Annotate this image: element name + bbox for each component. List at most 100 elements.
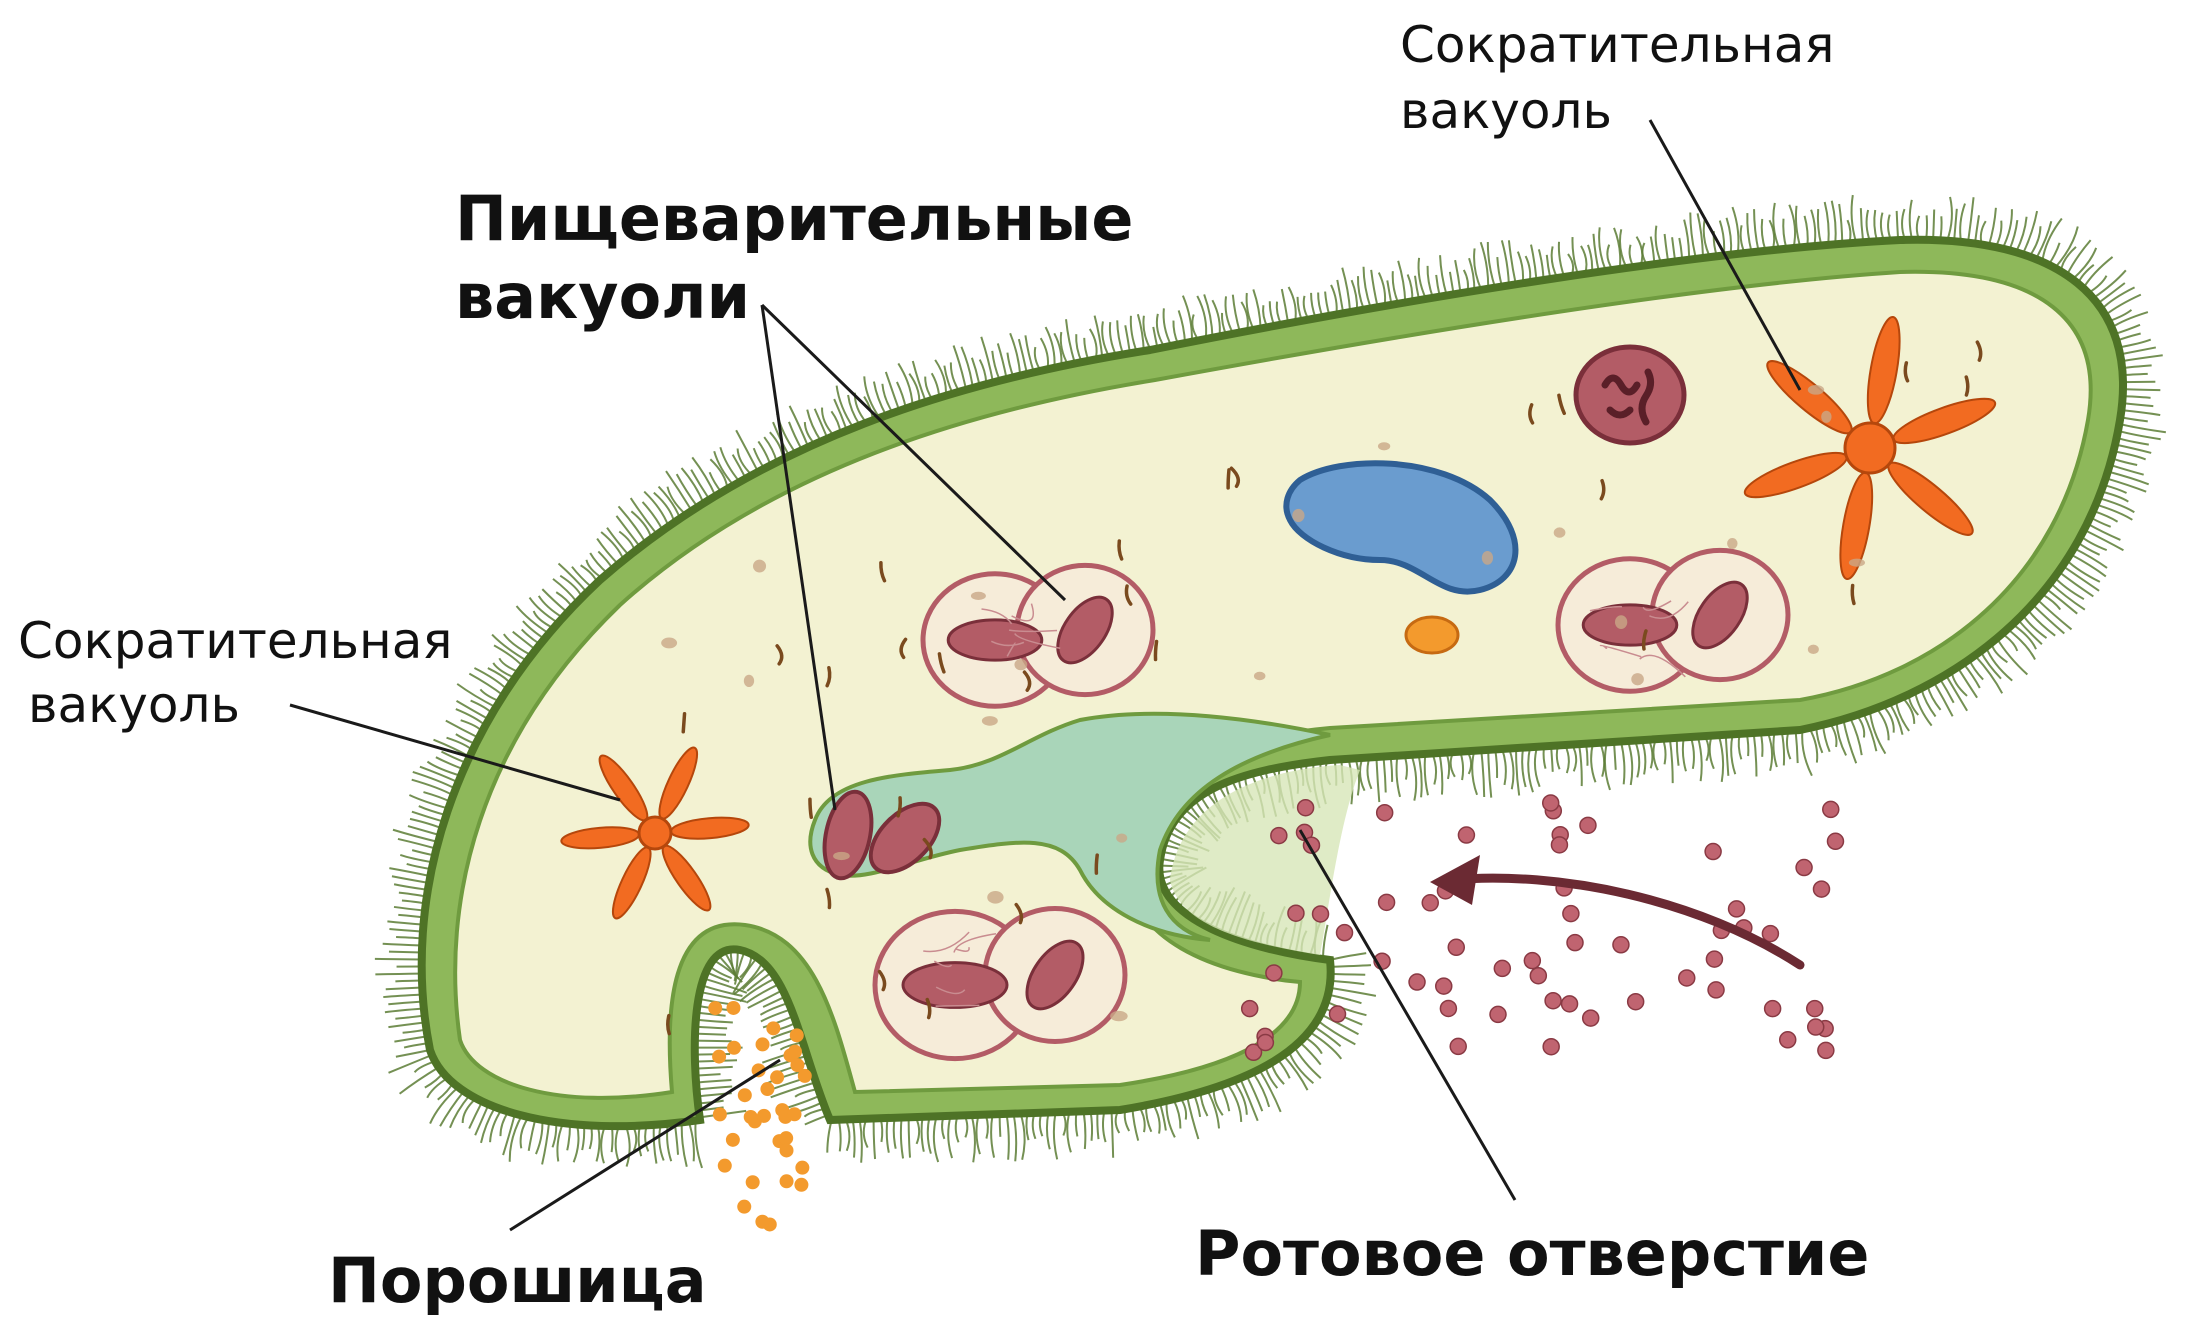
cilium bbox=[1724, 734, 1730, 776]
cilium bbox=[1689, 736, 1695, 770]
food-particle bbox=[1447, 938, 1466, 957]
food-flow-arrow-head bbox=[1430, 855, 1480, 905]
food-body bbox=[1581, 603, 1679, 647]
cilium bbox=[2119, 422, 2167, 434]
cilium bbox=[920, 1116, 925, 1152]
cilium bbox=[926, 1116, 932, 1154]
waste-particle bbox=[797, 1068, 812, 1083]
cilium bbox=[1515, 748, 1521, 796]
cilium bbox=[1162, 308, 1173, 347]
cilium bbox=[1875, 707, 1890, 741]
cilium bbox=[1329, 952, 1367, 961]
cilium bbox=[383, 993, 423, 999]
label-contractile-vacuole-top-line1: Сократительная bbox=[1400, 16, 1834, 74]
waste-particle bbox=[708, 1001, 723, 1016]
waste-particle bbox=[737, 1088, 752, 1103]
cilium bbox=[2121, 354, 2163, 363]
cilium bbox=[1356, 276, 1365, 311]
cilium bbox=[1096, 1110, 1100, 1140]
cilium bbox=[694, 1039, 732, 1043]
cilium bbox=[1231, 294, 1241, 333]
granule bbox=[1110, 1010, 1128, 1022]
cilium bbox=[1590, 742, 1597, 783]
cilium bbox=[1177, 310, 1187, 344]
food-particle bbox=[1727, 900, 1746, 918]
cilium bbox=[885, 1117, 890, 1153]
granule bbox=[925, 997, 932, 1020]
cilium bbox=[537, 595, 564, 619]
cilium bbox=[1350, 279, 1359, 311]
waste-particle bbox=[725, 1132, 740, 1147]
food-particle bbox=[1581, 1009, 1600, 1027]
vacuole-fiber bbox=[1008, 629, 1058, 633]
vacuole-fiber bbox=[1649, 601, 1689, 620]
vacuole-fiber bbox=[1014, 633, 1061, 650]
cilium bbox=[1962, 662, 1981, 689]
waste-particles bbox=[708, 1000, 812, 1232]
food-particle bbox=[1707, 981, 1725, 999]
cilium bbox=[1932, 209, 1936, 241]
food-particle bbox=[1806, 999, 1824, 1018]
cilium bbox=[1895, 210, 1900, 241]
cilium bbox=[556, 1122, 564, 1162]
food-particle bbox=[1265, 964, 1283, 982]
vacuole-fiber bbox=[1011, 603, 1035, 622]
cilium bbox=[1410, 754, 1418, 801]
cilium bbox=[1766, 731, 1774, 771]
food-particle bbox=[1375, 803, 1394, 822]
cilium bbox=[907, 1117, 912, 1158]
granule bbox=[743, 674, 755, 688]
cilium bbox=[1689, 212, 1698, 260]
cilium bbox=[1124, 325, 1131, 354]
granule bbox=[1528, 403, 1535, 425]
food-particle bbox=[1579, 816, 1597, 835]
cilium bbox=[474, 1103, 490, 1136]
cilium bbox=[1438, 752, 1444, 795]
cilium bbox=[1454, 259, 1462, 294]
cilium bbox=[1012, 1113, 1018, 1162]
granule bbox=[775, 644, 784, 666]
granule bbox=[1964, 375, 1970, 397]
cilium bbox=[1801, 729, 1813, 777]
food-particle bbox=[1435, 977, 1453, 995]
cilium bbox=[1075, 334, 1083, 363]
granule bbox=[1807, 384, 1825, 395]
cilium bbox=[1785, 730, 1792, 760]
granule bbox=[666, 1013, 671, 1036]
food-particle bbox=[1612, 936, 1630, 954]
vacuole-fiber bbox=[953, 932, 997, 953]
cilium bbox=[1172, 1098, 1182, 1129]
vacuole-fiber bbox=[1599, 644, 1642, 658]
granule bbox=[1292, 508, 1305, 523]
cilium bbox=[699, 990, 747, 1003]
cilium bbox=[1330, 972, 1366, 976]
waste-particle bbox=[760, 1082, 775, 1097]
vacuole-fiber bbox=[1642, 600, 1672, 611]
cilium bbox=[736, 448, 753, 476]
food-particle bbox=[1408, 973, 1426, 991]
cilium bbox=[695, 1065, 733, 1070]
cilium bbox=[2122, 402, 2154, 408]
cilium bbox=[1974, 654, 2004, 694]
cilium bbox=[1142, 315, 1152, 351]
cilium bbox=[1516, 251, 1525, 284]
cilium bbox=[1987, 207, 1997, 247]
cilium bbox=[515, 605, 550, 635]
vacuole-fiber bbox=[990, 640, 1025, 647]
food-particle bbox=[1439, 999, 1458, 1018]
cilium bbox=[1580, 245, 1588, 275]
cilium bbox=[960, 346, 974, 388]
vacuole-fiber bbox=[933, 960, 953, 968]
cilium bbox=[1391, 271, 1400, 305]
cilium bbox=[407, 825, 441, 837]
food-particle bbox=[1457, 826, 1476, 844]
cilium bbox=[914, 1116, 921, 1145]
cilium bbox=[1045, 1112, 1051, 1150]
cilium bbox=[2122, 395, 2151, 399]
cilium bbox=[1731, 206, 1740, 255]
granule bbox=[896, 796, 903, 818]
cilium bbox=[1823, 201, 1830, 245]
cilium bbox=[1065, 319, 1076, 364]
cilium bbox=[1082, 1111, 1087, 1150]
cilium bbox=[1431, 753, 1438, 785]
